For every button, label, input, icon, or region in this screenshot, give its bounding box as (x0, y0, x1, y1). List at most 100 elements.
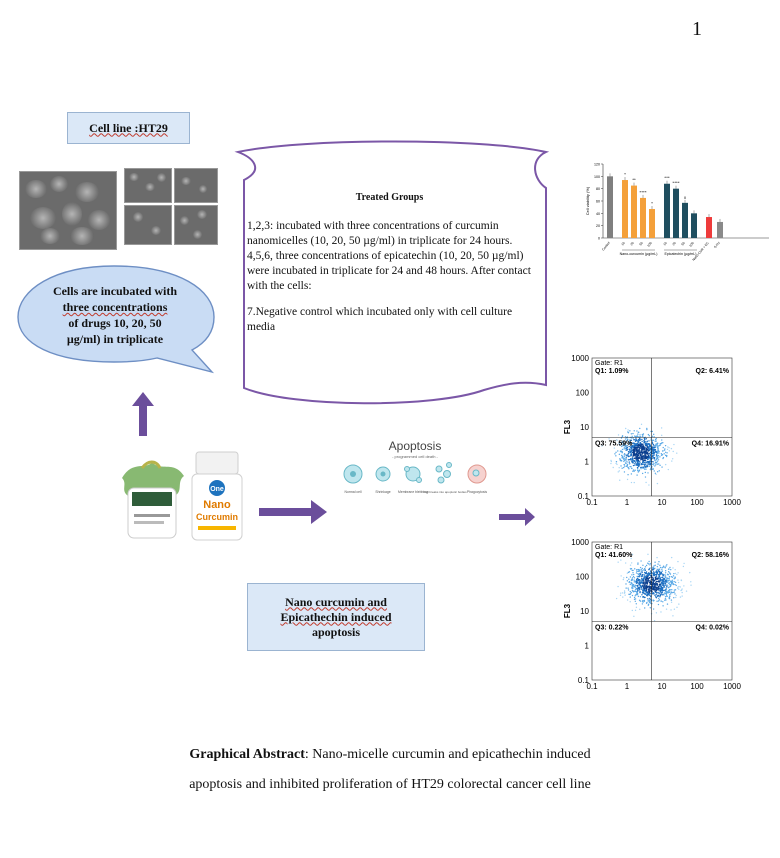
scatter-point (632, 454, 635, 457)
scatter-point (639, 457, 641, 459)
scatter-point (635, 606, 638, 609)
scatter-point (643, 599, 646, 602)
scatter-point (652, 576, 654, 579)
scatter-point (637, 454, 640, 457)
y-tick-label: 10 (580, 607, 589, 616)
scatter-point (656, 463, 659, 465)
scatter-point (642, 460, 644, 462)
green-tea-extract-image (122, 460, 184, 539)
scatter-point (658, 568, 661, 570)
scatter-point (649, 601, 651, 604)
scatter-point (631, 574, 633, 576)
scatter-point (615, 455, 617, 457)
scatter-point (672, 615, 674, 617)
scatter-point (644, 569, 646, 571)
scatter-point (632, 587, 634, 590)
scatter-point (631, 457, 633, 459)
scatter-point (642, 599, 644, 602)
scatter-point (676, 452, 678, 454)
scatter-point (649, 597, 651, 600)
scatter-point (626, 444, 628, 447)
scatter-point (629, 441, 631, 444)
scatter-point (637, 568, 639, 571)
scatter-point (623, 455, 626, 457)
scatter-point (627, 441, 630, 443)
scatter-point (689, 571, 691, 574)
scatter-point (653, 454, 655, 456)
scatter-point (625, 427, 627, 430)
x-tick-label: 10 (662, 241, 667, 246)
scatter-point (658, 470, 660, 472)
scatter-point (627, 466, 629, 469)
scatter-point (669, 566, 671, 569)
scatter-point (662, 589, 664, 592)
scatter-point (673, 596, 675, 599)
scatter-point (628, 578, 630, 580)
scatter-point (620, 592, 622, 594)
scatter-point (638, 599, 641, 602)
scatter-point (639, 566, 642, 569)
scatter-point (637, 441, 640, 443)
scatter-point (630, 587, 633, 589)
scatter-point (630, 581, 632, 584)
scatter-point (643, 452, 645, 454)
scatter-point (664, 599, 666, 601)
scatter-point (654, 583, 656, 585)
scatter-point (637, 562, 639, 564)
scatter-point (647, 580, 649, 583)
scatter-point (632, 446, 634, 448)
scatter-point (658, 577, 660, 580)
scatter-point (662, 450, 664, 452)
bar (607, 176, 613, 238)
scatter-point (669, 580, 672, 582)
scatter-point (641, 588, 643, 590)
scatter-point (645, 591, 647, 593)
scatter-point (646, 574, 648, 577)
scatter-point (655, 473, 657, 476)
scatter-point (675, 596, 677, 599)
scatter-point (644, 572, 647, 575)
scatter-point (665, 592, 668, 595)
scatter-point (652, 592, 655, 594)
scatter-point (683, 585, 685, 587)
scatter-point (623, 460, 625, 463)
microscopy-image-2 (174, 168, 218, 203)
scatter-point (645, 592, 647, 594)
scatter-point (641, 594, 643, 596)
scatter-point (638, 469, 641, 471)
scatter-point (626, 599, 629, 601)
significance-label: **** (672, 182, 679, 186)
scatter-point (618, 442, 620, 444)
scatter-point (636, 579, 638, 582)
scatter-point (649, 581, 652, 584)
scatter-point (619, 458, 621, 460)
scatter-point (645, 602, 648, 604)
scatter-point (656, 588, 659, 590)
scatter-point (642, 591, 644, 593)
group-label: Epicatechin (µg/mL) (664, 252, 696, 256)
scatter-point (634, 568, 636, 570)
scatter-point (649, 607, 652, 609)
scatter-point (664, 463, 667, 466)
scatter-point (626, 465, 629, 467)
scatter-point (660, 434, 663, 437)
scatter-point (655, 578, 657, 580)
scatter-point (631, 467, 633, 470)
scatter-point (628, 448, 630, 450)
group-label: Nano-curcumin (µg/mL) (620, 252, 658, 256)
scatter-point (659, 591, 662, 593)
plot-frame (591, 541, 733, 681)
scatter-point (676, 606, 678, 609)
scatter-point (646, 465, 649, 468)
scatter-point (621, 441, 623, 444)
scatter-point (662, 580, 664, 582)
scatter-point (636, 469, 639, 472)
scatter-point (667, 568, 670, 570)
scatter-point (647, 442, 650, 445)
scatter-point (625, 440, 628, 442)
scatter-point (634, 469, 636, 471)
scatter-point (633, 590, 635, 592)
scatter-point (636, 575, 638, 578)
scatter-point (657, 587, 660, 590)
scatter-point (645, 438, 647, 440)
